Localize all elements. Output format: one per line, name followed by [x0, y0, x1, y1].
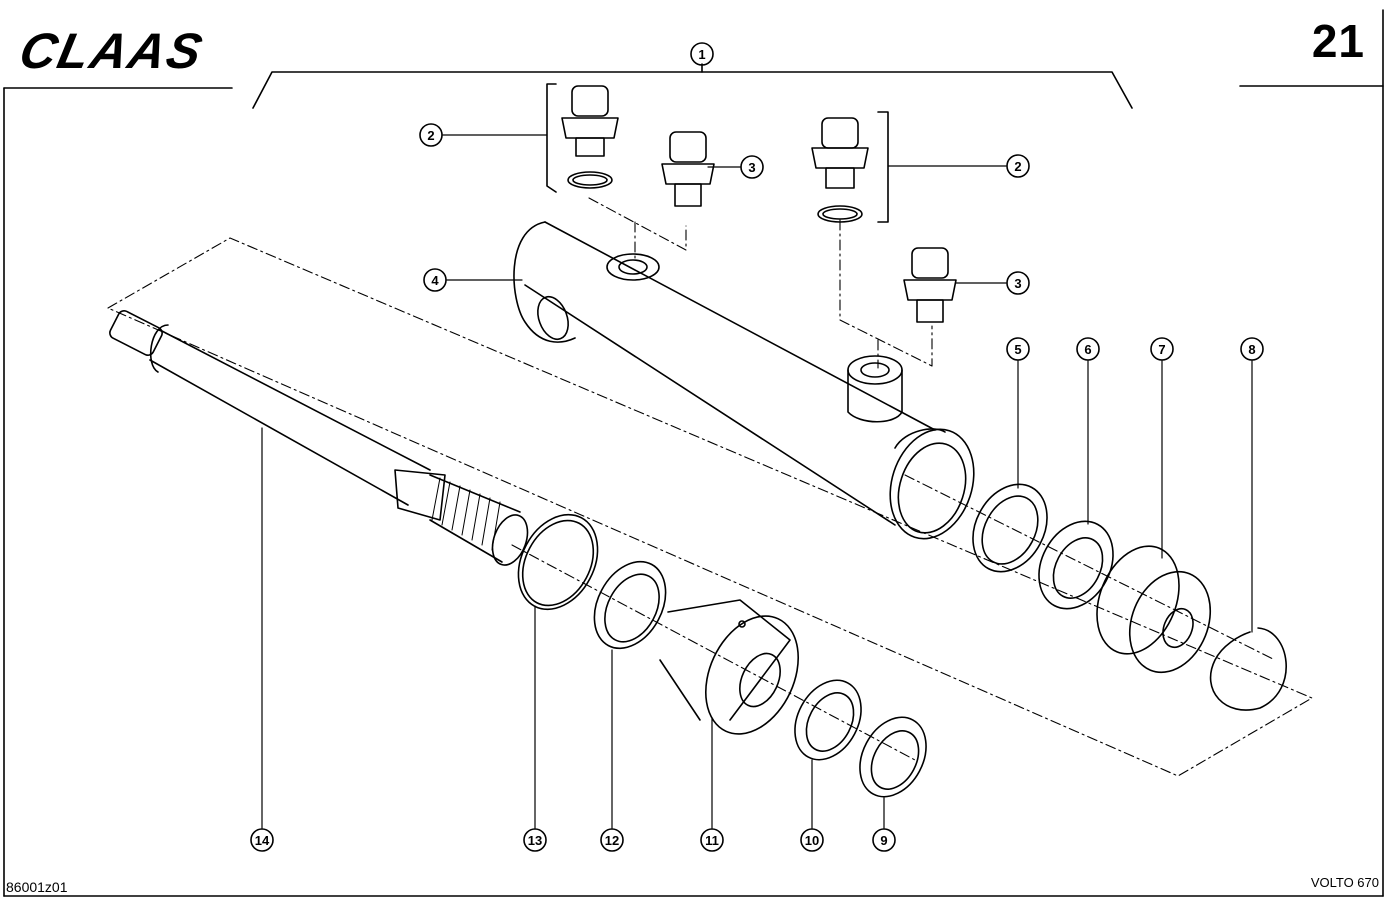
- callout-8: 8: [1240, 337, 1264, 361]
- group-bracket-right: [877, 111, 889, 223]
- callout-2-left: 2: [419, 123, 443, 147]
- guide-bushing-11: [659, 599, 800, 735]
- fitting-elbow-lower: [903, 247, 957, 323]
- fitting-right: [811, 117, 869, 223]
- assembly-bracket: [252, 63, 1133, 109]
- svg-text:3: 3: [748, 160, 755, 175]
- seal-ring-5: [972, 483, 1048, 573]
- svg-text:5: 5: [1014, 342, 1021, 357]
- svg-text:8: 8: [1248, 342, 1255, 357]
- fitting-left: [561, 85, 619, 189]
- callout-12: 12: [600, 828, 624, 852]
- svg-text:13: 13: [528, 833, 542, 848]
- page-border: [3, 9, 1384, 897]
- leader-lines: [261, 134, 1253, 829]
- group-bracket-left: [546, 83, 557, 193]
- svg-text:14: 14: [255, 833, 270, 848]
- claas-logo: CLAAS: [16, 26, 240, 76]
- svg-text:12: 12: [605, 833, 619, 848]
- rod-thread: [431, 477, 501, 551]
- model-name: VOLTO 670: [1310, 875, 1379, 890]
- callout-4: 4: [423, 268, 447, 292]
- backup-ring-12: [593, 560, 667, 650]
- callout-14: 14: [250, 828, 274, 852]
- drawing-code: 86001z01: [6, 879, 68, 895]
- callout-9: 9: [872, 828, 896, 852]
- callout-7: 7: [1150, 337, 1174, 361]
- center-lines: [107, 197, 1313, 777]
- svg-text:2: 2: [1014, 159, 1021, 174]
- svg-text:2: 2: [427, 128, 434, 143]
- wiper-ring-6: [1038, 520, 1114, 610]
- wiper-9: [859, 716, 927, 798]
- svg-text:10: 10: [805, 833, 819, 848]
- callout-5: 5: [1006, 337, 1030, 361]
- callout-6: 6: [1076, 337, 1100, 361]
- callouts: 1 2 3 2 3 4 5: [250, 42, 1264, 852]
- svg-text:1: 1: [698, 47, 705, 62]
- callout-3-upper: 3: [740, 155, 764, 179]
- callout-11: 11: [700, 828, 724, 852]
- retaining-ring-8: [1209, 627, 1287, 711]
- callout-2-right: 2: [1006, 154, 1030, 178]
- callout-3-lower: 3: [1006, 271, 1030, 295]
- piston-7: [1096, 545, 1212, 674]
- svg-text:4: 4: [431, 273, 439, 288]
- cylinder-tube: [513, 221, 975, 540]
- svg-text:3: 3: [1014, 276, 1021, 291]
- seal-10: [794, 679, 862, 761]
- piston-rod: [109, 310, 529, 566]
- callout-1: 1: [690, 42, 714, 66]
- svg-text:6: 6: [1084, 342, 1091, 357]
- svg-text:11: 11: [705, 833, 719, 848]
- fitting-elbow-upper: [661, 131, 715, 207]
- logo-text: CLAAS: [16, 26, 209, 76]
- page-number: 21: [1311, 15, 1365, 67]
- svg-text:7: 7: [1158, 342, 1165, 357]
- svg-text:9: 9: [880, 833, 887, 848]
- callout-10: 10: [800, 828, 824, 852]
- callout-13: 13: [523, 828, 547, 852]
